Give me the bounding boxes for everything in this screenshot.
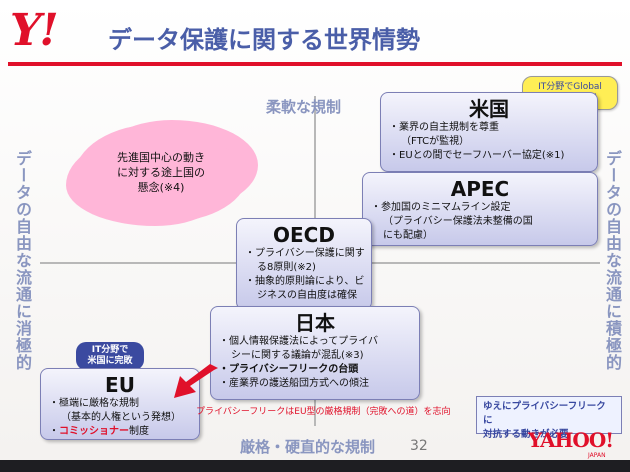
axis-label-left: データの自由な流通に消極的: [13, 150, 32, 371]
axis-label-bottom: 厳格・硬直的な規制: [240, 438, 376, 456]
right-note: ゆえにプライバシーフリークに 対抗する動きが必要: [476, 396, 622, 440]
title-divider: [8, 62, 622, 66]
yahoo-japan-sub: JAPAN: [588, 452, 606, 459]
yahoo-japan-logo: YAHOO!: [528, 428, 614, 452]
box-japan-head: 日本: [295, 311, 335, 335]
box-us: 米国 ・業界の自主規制を尊重 （FTCが監視） ・EUとの間でセーフハーバー協定…: [380, 92, 598, 172]
box-apec-head: APEC: [450, 177, 510, 201]
box-apec: APEC ・参加国のミニマムライン設定 （プライバシー保護法未整備の国 にも配慮…: [362, 172, 598, 246]
axis-label-top: 柔軟な規制: [266, 98, 342, 116]
box-oecd-head: OECD: [273, 223, 335, 247]
page-number: 32: [410, 438, 428, 454]
slide-title: データ保護に関する世界情勢: [108, 26, 420, 54]
box-eu-head: EU: [105, 373, 135, 397]
slide: Y! データ保護に関する世界情勢 柔軟な規制 厳格・硬直的な規制 データの自由な…: [0, 0, 630, 460]
box-us-head: 米国: [469, 97, 509, 121]
axis-label-right: データの自由な流通に積極的: [603, 150, 622, 371]
box-oecd: OECD ・プライバシー保護に関す る8原則(※2) ・抽象的原則論により、ビ …: [236, 218, 372, 310]
red-arrow-icon: [174, 364, 218, 398]
callout-eu-lost: IT分野で 米国に完敗: [76, 342, 144, 370]
box-eu: EU ・極端に厳格な規制 （基本的人権という発想） ・コミッショナー制度: [40, 368, 200, 440]
yahoo-logo: Y!: [10, 5, 59, 56]
box-japan: 日本 ・個人情報保護法によってプライバ シーに関する議論が混乱(※3) ・プライ…: [210, 306, 420, 400]
concern-cloud-text: 先進国中心の動き に対する途上国の 懸念(※4): [117, 151, 205, 194]
bottom-note: プライバシーフリークはEU型の厳格規制（完敗への道）を志向: [196, 407, 451, 417]
concern-cloud: [80, 130, 242, 216]
